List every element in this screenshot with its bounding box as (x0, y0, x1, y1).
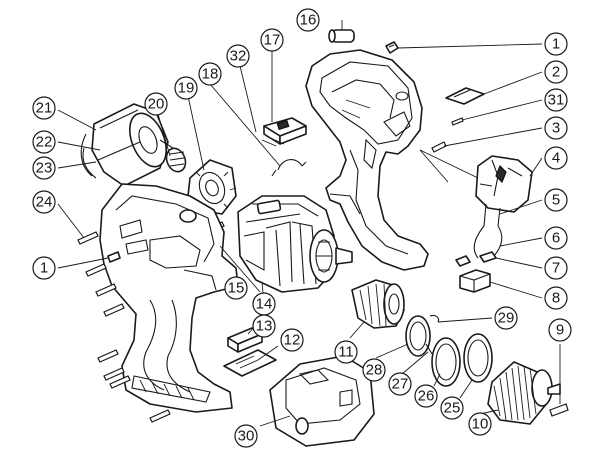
part-24-screws (77, 231, 171, 423)
callout-15: 15 (224, 276, 248, 300)
callout-31: 31 (544, 88, 568, 112)
callout-30: 30 (234, 424, 258, 448)
svg-text:10: 10 (472, 416, 489, 433)
svg-text:7: 7 (552, 260, 560, 277)
part-9-screw (549, 403, 569, 417)
callout-18: 18 (198, 62, 222, 86)
svg-text:22: 22 (36, 134, 53, 151)
svg-text:28: 28 (366, 362, 383, 379)
callout-5: 5 (544, 188, 568, 212)
callout-20: 20 (144, 92, 168, 116)
part-21-motor (80, 103, 177, 187)
callout-11: 11 (334, 340, 358, 364)
callout-6: 6 (544, 226, 568, 250)
part-29-spring (429, 314, 440, 323)
part-17-board (263, 117, 307, 145)
svg-text:12: 12 (284, 332, 301, 349)
svg-text:2: 2 (552, 64, 560, 81)
callout-24: 24 (32, 190, 56, 214)
callout-14: 14 (252, 292, 276, 316)
callout-1-left: 1 (32, 256, 56, 280)
callout-21: 21 (32, 96, 56, 120)
svg-text:25: 25 (444, 400, 461, 417)
svg-text:15: 15 (228, 280, 245, 297)
part-5-6-7-wiring (455, 225, 503, 267)
svg-text:29: 29 (498, 310, 515, 327)
part-32-strips (261, 135, 285, 147)
callout-7: 7 (544, 256, 568, 280)
svg-text:8: 8 (552, 290, 560, 307)
svg-text:18: 18 (202, 66, 219, 83)
callout-1-top: 1 (544, 32, 568, 56)
svg-text:3: 3 (552, 120, 560, 137)
part-31-screw (451, 117, 464, 126)
part-28-ring (405, 315, 431, 357)
svg-text:32: 32 (230, 48, 247, 65)
part-14-module (227, 327, 263, 353)
part-11-chuck-sleeve (351, 279, 405, 329)
svg-text:6: 6 (552, 230, 560, 247)
svg-text:1: 1 (552, 36, 560, 53)
callout-16: 16 (296, 8, 320, 32)
callout-17: 17 (260, 28, 284, 52)
callout-12: 12 (280, 328, 304, 352)
svg-text:5: 5 (552, 192, 560, 209)
callout-25: 25 (440, 396, 464, 420)
svg-text:4: 4 (552, 150, 560, 167)
part-26-ring (431, 337, 461, 387)
callout-8: 8 (544, 286, 568, 310)
svg-text:27: 27 (392, 376, 409, 393)
callout-28: 28 (362, 358, 386, 382)
svg-text:19: 19 (178, 80, 195, 97)
callout-23: 23 (32, 156, 56, 180)
callout-13: 13 (252, 314, 276, 338)
part-19-ring-gear (187, 159, 237, 215)
callout-9: 9 (548, 318, 572, 342)
part-12-label (223, 349, 277, 377)
svg-text:9: 9 (556, 322, 564, 339)
housing-right-half (305, 49, 429, 271)
callout-32: 32 (226, 44, 250, 68)
part-16-pin (328, 29, 355, 43)
part-8-block (459, 269, 491, 293)
svg-text:1: 1 (40, 260, 48, 277)
part-2-plate (445, 87, 485, 105)
callout-10: 10 (468, 412, 492, 436)
svg-text:23: 23 (36, 160, 53, 177)
svg-text:24: 24 (36, 194, 53, 211)
svg-text:20: 20 (148, 96, 165, 113)
part-30-battery (269, 355, 375, 447)
callout-29: 29 (494, 306, 518, 330)
part-13-gearbox (237, 195, 353, 293)
part-4-switch (475, 155, 533, 227)
callout-3: 3 (544, 116, 568, 140)
callout-4: 4 (544, 146, 568, 170)
part-27-clip (425, 343, 433, 355)
svg-text:17: 17 (264, 32, 281, 49)
part-1-clip-left (107, 251, 121, 263)
svg-text:30: 30 (238, 428, 255, 445)
svg-text:31: 31 (548, 92, 565, 109)
callout-2: 2 (544, 60, 568, 84)
svg-text:14: 14 (256, 296, 273, 313)
part-10-chuck (487, 361, 561, 425)
part-25-ring (463, 333, 493, 383)
svg-text:13: 13 (256, 318, 273, 335)
callout-19: 19 (174, 76, 198, 100)
part-1-clip-top (385, 41, 399, 54)
svg-text:11: 11 (338, 344, 354, 361)
svg-text:26: 26 (418, 388, 435, 405)
callout-27: 27 (388, 372, 412, 396)
svg-text:16: 16 (300, 12, 317, 29)
svg-text:21: 21 (36, 100, 53, 117)
part-20-gear (165, 147, 187, 173)
callout-26: 26 (414, 384, 438, 408)
part-3-screw (431, 141, 447, 153)
callout-22: 22 (32, 130, 56, 154)
part-18-clip (271, 159, 307, 177)
housing-left-half (99, 183, 239, 413)
